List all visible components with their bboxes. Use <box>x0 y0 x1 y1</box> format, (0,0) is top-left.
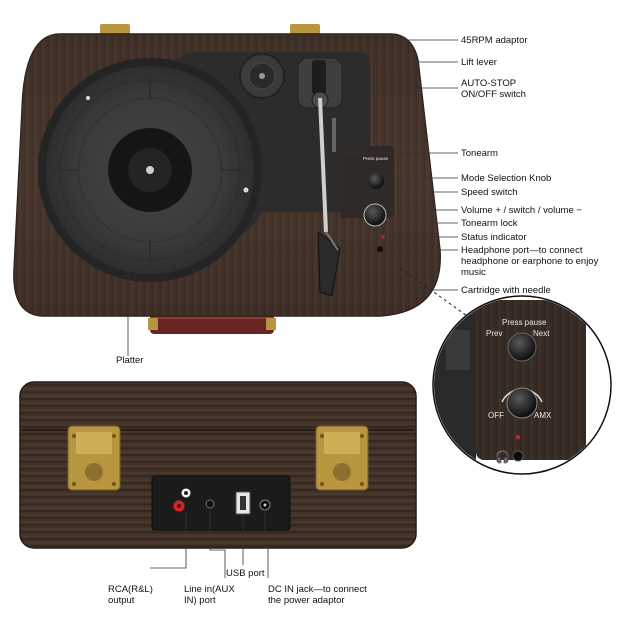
volume-knob[interactable] <box>363 203 387 227</box>
label-usb-port: USB port <box>226 568 265 579</box>
hinge-left <box>100 24 130 36</box>
label-45rpm-adaptor: 45RPM adaptor <box>461 35 528 46</box>
panel-press-pause-text: Press pause <box>363 156 389 161</box>
top-callouts <box>127 39 458 356</box>
label-mode-selection-knob: Mode Selection Knob <box>461 173 552 184</box>
lift-lever[interactable] <box>312 60 326 94</box>
zoom-next-label: Next <box>533 329 550 338</box>
zoom-amx-label: AMX <box>534 411 552 420</box>
zoom-leader <box>399 267 471 319</box>
zoom-headphone-port <box>512 450 524 462</box>
label-headphone-port: Headphone port—to connect headphone or e… <box>461 245 599 278</box>
spindle <box>146 166 154 174</box>
top-view: Press pause <box>13 24 471 334</box>
label-lift-lever: Lift lever <box>461 57 497 68</box>
label-cartridge: Cartridge with needle <box>461 285 551 296</box>
label-volume-switch: Volume + / switch / volume − <box>461 205 582 216</box>
mode-selection-knob[interactable] <box>368 173 384 189</box>
label-dc-in-jack: DC IN jack—to connect the power adaptor <box>268 584 367 606</box>
front-view <box>19 381 417 549</box>
tonearm-rest <box>332 118 336 152</box>
zoom-detail: Press pause Prev Next OFF AMX 🎧 <box>432 295 612 475</box>
bottom-callouts <box>150 510 269 578</box>
control-panel <box>340 146 394 218</box>
zoom-prev-label: Prev <box>486 329 502 338</box>
handle-clip-left <box>148 318 158 330</box>
zoom-press-pause: Press pause <box>502 318 547 327</box>
case-front <box>19 381 417 549</box>
zoom-headphone-icon: 🎧 <box>495 450 510 464</box>
headphone-port[interactable] <box>377 246 383 252</box>
hinge-right <box>290 24 320 36</box>
tonearm[interactable] <box>318 97 328 233</box>
label-tonearm-lock: Tonearm lock <box>461 218 518 229</box>
status-indicator <box>381 235 385 239</box>
handle-clip-right <box>266 318 276 330</box>
label-auto-stop-switch: AUTO-STOP ON/OFF switch <box>461 78 526 100</box>
latch-right <box>315 425 369 491</box>
zoom-off-label: OFF <box>488 411 504 420</box>
label-line-in: Line in(AUX IN) port <box>184 584 235 606</box>
zoom-volume-knob <box>506 387 538 419</box>
label-tonearm: Tonearm <box>461 148 498 159</box>
label-rca-output: RCA(R&L) output <box>108 584 153 606</box>
label-platter: Platter <box>116 355 144 366</box>
label-speed-switch: Speed switch <box>461 187 518 198</box>
latch-left <box>67 425 121 491</box>
aux-in-port[interactable] <box>205 499 215 509</box>
zoom-mode-knob <box>507 332 537 362</box>
label-status-indicator: Status indicator <box>461 232 527 243</box>
